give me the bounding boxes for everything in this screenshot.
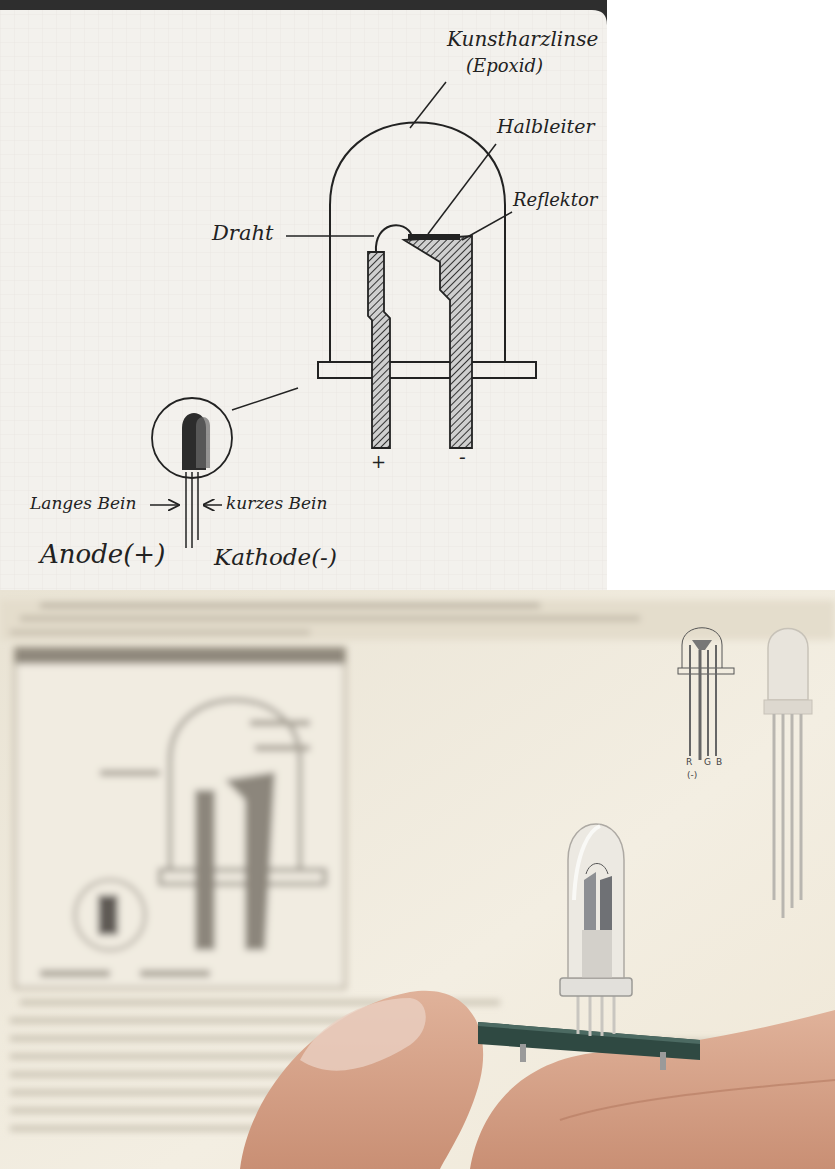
leader-line <box>410 82 446 128</box>
semiconductor-chip <box>408 234 460 240</box>
anode-lead <box>368 252 390 448</box>
part-label: - <box>459 446 466 468</box>
paper <box>0 10 607 590</box>
bond-wire <box>376 225 412 252</box>
part-label: Halbleiter <box>497 116 595 137</box>
part-label: (-) <box>687 771 697 781</box>
leader-line <box>462 212 512 240</box>
pointer-arrow <box>150 504 178 506</box>
rgb-led-drawing <box>678 628 734 760</box>
pin <box>660 1052 666 1070</box>
page-edge <box>0 0 607 590</box>
thumb <box>240 991 483 1169</box>
finger <box>470 1010 835 1169</box>
notebook-sketch <box>0 0 607 590</box>
leg <box>191 472 193 548</box>
part-label: kurzes Bein <box>226 494 327 513</box>
small-led-highlight <box>196 417 210 468</box>
part-label: Draht <box>212 222 273 245</box>
part-label: Kunstharzlinse <box>447 28 598 50</box>
part-label: Anode(+) <box>40 540 165 569</box>
part-label: Reflektor <box>513 190 597 210</box>
cathode-lead <box>404 236 472 448</box>
photo <box>0 590 835 1169</box>
leader-line <box>286 235 374 237</box>
photo-background <box>0 590 835 1169</box>
paper-grid <box>0 10 607 590</box>
part-label: B <box>716 758 722 768</box>
finger-crease <box>560 1080 835 1120</box>
pointer-arrow <box>204 504 222 506</box>
long-leg <box>185 472 187 548</box>
part-label: R <box>686 758 692 768</box>
part-label: + <box>371 452 386 472</box>
rgb-led-photo <box>764 629 812 919</box>
part-label: (Epoxid) <box>466 56 543 76</box>
short-leg <box>197 472 199 540</box>
rgb-led <box>560 824 632 1036</box>
detail-circle <box>152 398 232 478</box>
leader-line <box>428 144 496 234</box>
thumbnail <box>300 998 426 1071</box>
leader-line <box>232 388 298 410</box>
pin <box>520 1044 526 1062</box>
led-flange <box>318 362 536 378</box>
part-label: G <box>704 758 711 768</box>
part-label: Kathode(-) <box>214 545 337 570</box>
part-label: Langes Bein <box>30 494 136 513</box>
